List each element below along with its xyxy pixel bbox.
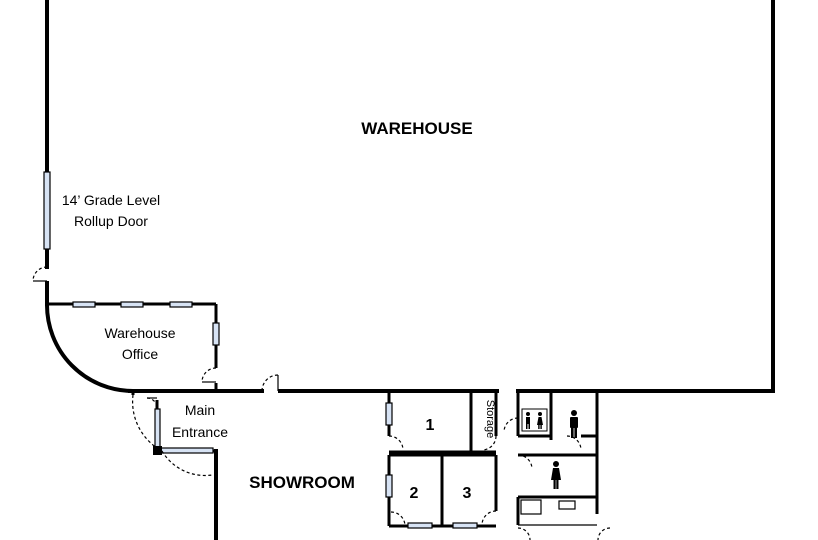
- room-3-label: 3: [463, 485, 472, 502]
- sink-fixture: [520, 499, 542, 515]
- room1-window: [385, 402, 393, 426]
- room2-window-south: [407, 522, 433, 529]
- office-window-2: [120, 301, 144, 308]
- entrance-post: [153, 446, 162, 455]
- offices-block-walls: [387, 391, 498, 528]
- warehouse-showroom-door[interactable]: [261, 374, 279, 392]
- room3-window-south: [452, 522, 478, 529]
- man-icon: [570, 410, 578, 438]
- office-window-east: [212, 322, 220, 346]
- storage-door[interactable]: [481, 435, 497, 451]
- room3-door[interactable]: [481, 510, 497, 526]
- office-door[interactable]: [201, 367, 217, 383]
- restroom-unisex-icon: [521, 408, 548, 432]
- rollup-door-label-line1: 14’ Grade Level: [62, 192, 160, 208]
- main-entrance-label-line2: Entrance: [172, 424, 228, 440]
- restroom-women-door[interactable]: [517, 454, 533, 470]
- rollup-door-label-line2: Rollup Door: [74, 213, 148, 229]
- office-label-line2: Office: [122, 346, 159, 362]
- counter-fixture: [558, 500, 576, 510]
- room-2-label: 2: [410, 485, 419, 502]
- restroom-men-door[interactable]: [566, 435, 582, 451]
- woman-icon: [551, 461, 561, 489]
- storage-label: Storage: [484, 400, 496, 439]
- restroom-block-walls: [516, 391, 599, 525]
- warehouse-label: WAREHOUSE: [361, 119, 472, 138]
- lower-restroom-doors[interactable]: [517, 524, 611, 540]
- office-window-3: [169, 301, 193, 308]
- rollup-door[interactable]: [43, 171, 51, 250]
- office-window-1: [72, 301, 96, 308]
- room-1-label: 1: [426, 417, 435, 434]
- room2-window: [385, 474, 393, 498]
- showroom-label: SHOWROOM: [249, 473, 355, 492]
- side-door[interactable]: [32, 266, 48, 282]
- restroom-unisex-door[interactable]: [503, 417, 519, 433]
- room1-door[interactable]: [388, 435, 404, 451]
- entrance-glass-vertical: [154, 408, 161, 450]
- main-entrance-door[interactable]: [131, 394, 213, 477]
- main-entrance-label-line1: Main: [185, 402, 215, 418]
- room2-door[interactable]: [390, 511, 406, 527]
- office-curved-wall: [44, 301, 136, 394]
- entrance-glass-horizontal: [160, 447, 214, 454]
- office-label-line1: Warehouse: [104, 325, 175, 341]
